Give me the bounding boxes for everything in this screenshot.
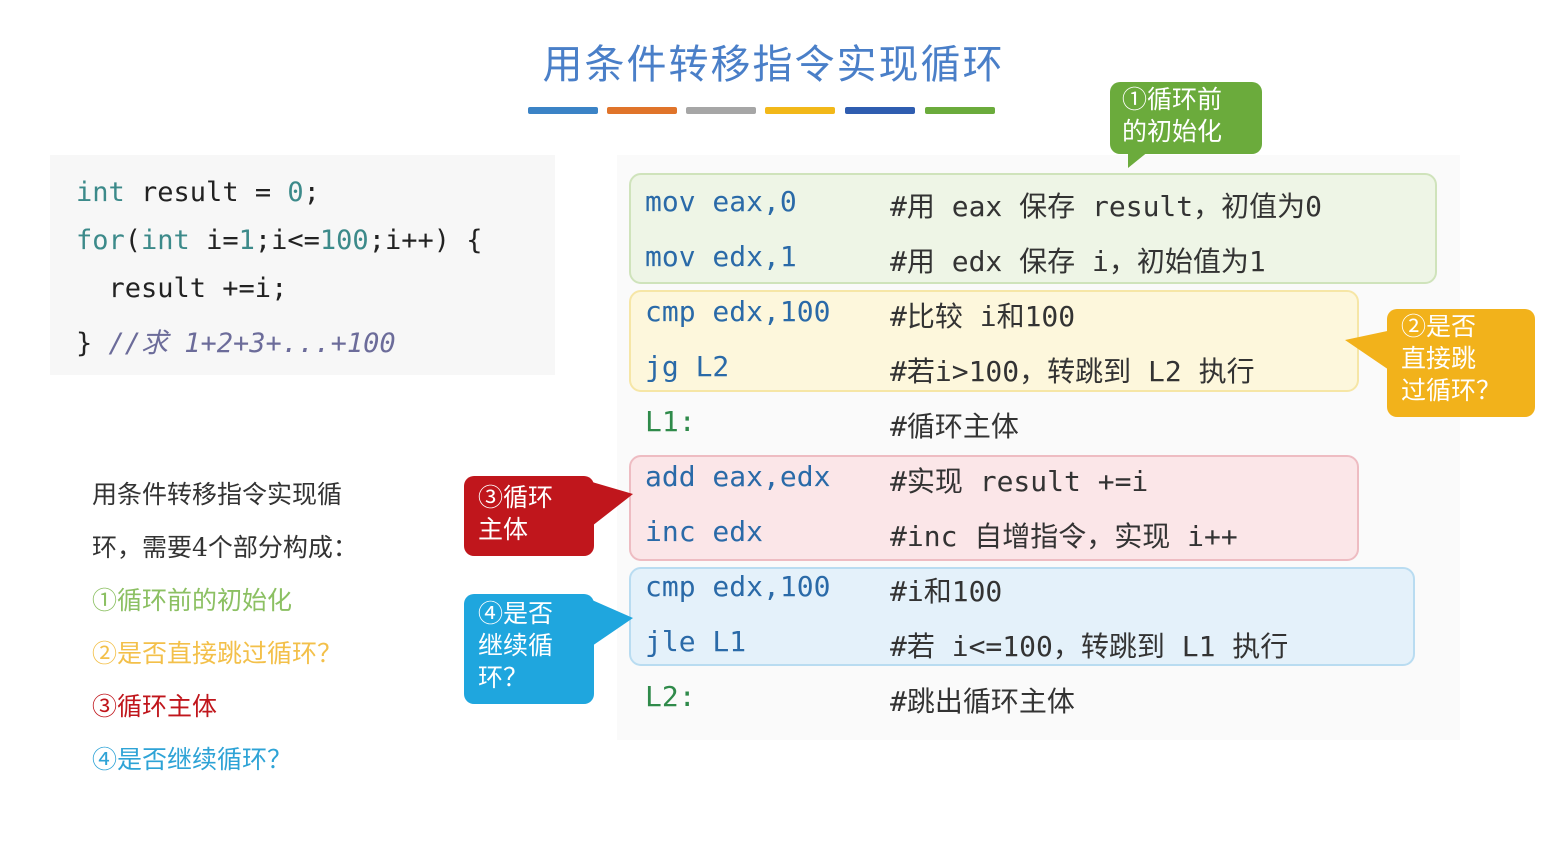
asm-label: L2: <box>645 680 696 713</box>
asm-code: inc edx <box>645 515 764 548</box>
part-item-4: ④是否继续循环？ <box>92 745 293 774</box>
explanation-line-2: 环，需要4个部分构成： <box>92 533 358 562</box>
callout-4-pointer <box>592 600 633 646</box>
callout-continue-line: ④是否 <box>478 599 554 628</box>
asm-comment: #用 eax 保存 result，初值为0 <box>890 190 1323 223</box>
asm-code: cmp edx,100 <box>645 295 831 328</box>
part-item-1: ①循环前的初始化 <box>92 586 293 615</box>
callout-2-pointer <box>1345 330 1392 372</box>
callout-skip-line: 过循环？ <box>1401 376 1502 405</box>
asm-comment: #i和100 <box>890 575 1003 608</box>
callout-init: ①循环前 的初始化 <box>1110 82 1262 154</box>
callout-body-line: 主体 <box>478 515 529 544</box>
code-token: int <box>76 177 125 208</box>
code-token: for <box>76 225 125 256</box>
asm-comment: #若 i<=100，转跳到 L1 执行 <box>890 630 1289 663</box>
asm-comment: #实现 result +=i <box>890 465 1149 498</box>
asm-code: jle L1 <box>645 625 747 658</box>
c-code-panel: int result = 0; for(int i=1;i<=100;i++) … <box>50 155 555 375</box>
callout-continue-line: 继续循 <box>478 631 554 660</box>
asm-comment: #用 edx 保存 i，初始值为1 <box>890 245 1266 278</box>
code-token: ;i++) { <box>368 225 483 256</box>
code-token: } <box>76 328 109 359</box>
asm-code: mov edx,1 <box>645 240 797 273</box>
color-bar <box>686 107 756 114</box>
asm-comment: #比较 i和100 <box>890 300 1076 333</box>
c-code-line: } //求 1+2+3+...+100 <box>76 321 396 360</box>
callout-continue-line: 环？ <box>478 663 529 692</box>
asm-code: jg L2 <box>645 350 730 383</box>
code-token: //求 1+2+3+...+100 <box>108 328 396 359</box>
callout-continue-check: ④是否 继续循 环？ <box>464 594 594 704</box>
code-token: result +=i; <box>76 273 288 304</box>
code-token: ( <box>124 225 142 256</box>
callout-body-line: ③循环 <box>478 483 554 512</box>
asm-comment: #inc 自增指令，实现 i++ <box>890 520 1238 553</box>
color-bar <box>765 107 835 114</box>
code-token: int <box>141 225 190 256</box>
c-code-line: int result = 0; <box>76 177 320 208</box>
code-token: i= <box>189 225 239 256</box>
asm-comment: #若i>100，转跳到 L2 执行 <box>890 355 1255 388</box>
asm-code: add eax,edx <box>645 460 831 493</box>
code-token: 0 <box>287 177 304 208</box>
part-item-3: ③循环主体 <box>92 692 218 721</box>
callout-init-line: 的初始化 <box>1122 117 1223 146</box>
init-highlight-box <box>629 173 1437 284</box>
callout-3-pointer <box>592 482 633 526</box>
color-bar <box>607 107 677 114</box>
continue-check-highlight-box <box>629 567 1415 666</box>
explanation-line-1: 用条件转移指令实现循 <box>92 480 343 509</box>
callout-skip-check: ②是否 直接跳 过循环？ <box>1387 309 1535 417</box>
code-token: ;i<= <box>254 225 320 256</box>
callout-loop-body: ③循环 主体 <box>464 476 594 556</box>
callout-skip-line: 直接跳 <box>1401 344 1477 373</box>
c-code-line: for(int i=1;i<=100;i++) { <box>76 225 482 256</box>
asm-comment: #循环主体 <box>890 410 1019 443</box>
loop-body-highlight-box <box>629 455 1359 561</box>
code-token: 100 <box>319 225 369 256</box>
part-item-2: ②是否直接跳过循环？ <box>92 639 343 668</box>
asm-comment: #跳出循环主体 <box>890 685 1075 718</box>
callout-skip-line: ②是否 <box>1401 312 1477 341</box>
c-code-line: result +=i; <box>76 273 288 304</box>
slide-title: 用条件转移指令实现循环 <box>542 42 1005 88</box>
color-bar <box>925 107 995 114</box>
color-bar <box>528 107 598 114</box>
asm-label: L1: <box>645 405 696 438</box>
code-token: ; <box>303 177 320 208</box>
asm-code: cmp edx,100 <box>645 570 831 603</box>
skip-check-highlight-box <box>629 290 1359 392</box>
color-bar <box>845 107 915 114</box>
code-token: result = <box>124 177 288 208</box>
callout-init-line: ①循环前 <box>1122 85 1223 114</box>
asm-code: mov eax,0 <box>645 185 797 218</box>
code-token: 1 <box>238 225 255 256</box>
